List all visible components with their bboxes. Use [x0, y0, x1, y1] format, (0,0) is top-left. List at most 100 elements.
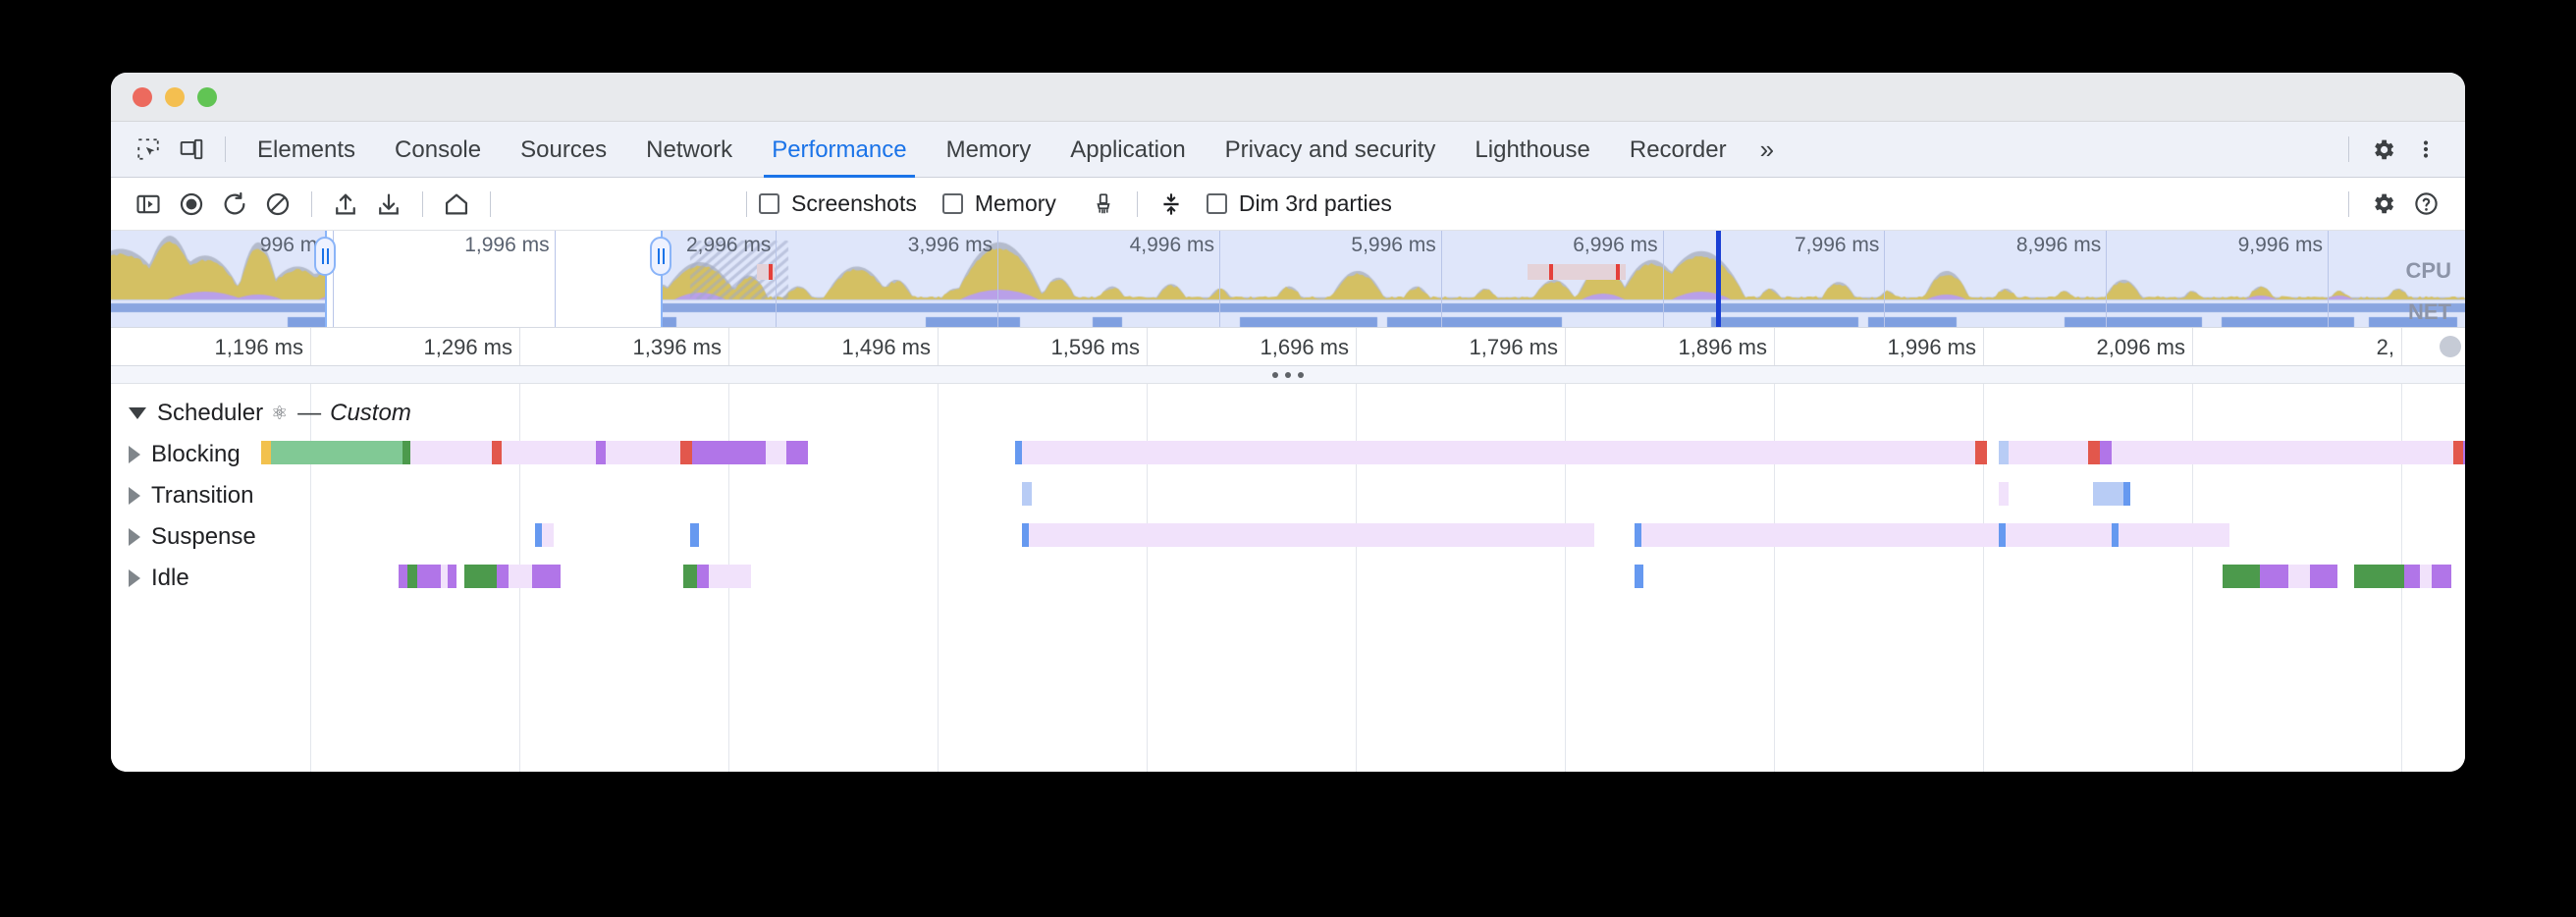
screenshots-checkbox[interactable]: Screenshots — [759, 190, 917, 217]
download-profile-icon[interactable] — [367, 185, 410, 224]
flame-bar[interactable] — [2112, 441, 2453, 464]
flame-bar[interactable] — [680, 441, 693, 464]
resize-grip-handle[interactable] — [111, 366, 2465, 384]
close-window-button[interactable] — [133, 86, 152, 107]
flame-bar[interactable] — [2100, 441, 2113, 464]
overview-selection-left-handle[interactable] — [314, 237, 336, 276]
minimize-window-button[interactable] — [165, 86, 185, 107]
flame-bar[interactable] — [271, 441, 403, 464]
flame-bar[interactable] — [713, 441, 766, 464]
flame-bar[interactable] — [398, 565, 408, 588]
flame-bar[interactable] — [1640, 523, 2230, 547]
expand-collapse-triangle-icon[interactable] — [129, 569, 140, 587]
flame-bar[interactable] — [1634, 523, 1641, 547]
overview-selection-right-edge[interactable] — [661, 231, 663, 327]
flame-bar[interactable] — [765, 441, 778, 464]
more-options-kebab-icon[interactable] — [2404, 130, 2447, 169]
memory-checkbox[interactable]: Memory — [941, 190, 1056, 217]
flame-bar[interactable] — [709, 565, 752, 588]
flame-bar[interactable] — [2309, 565, 2338, 588]
home-icon[interactable] — [435, 185, 478, 224]
flame-bar[interactable] — [777, 441, 787, 464]
record-icon[interactable] — [170, 185, 213, 224]
flame-bar[interactable] — [541, 523, 554, 547]
flame-bar[interactable] — [2462, 441, 2465, 464]
flame-bar[interactable] — [1634, 565, 1644, 588]
tab-application[interactable]: Application — [1070, 135, 1186, 163]
flame-bar[interactable] — [502, 441, 596, 464]
flame-bar[interactable] — [534, 523, 542, 547]
track-transition[interactable]: Transition — [111, 482, 2465, 521]
flame-bar[interactable] — [1014, 441, 1023, 464]
flame-bar[interactable] — [1029, 523, 1594, 547]
flame-bar[interactable] — [492, 441, 503, 464]
checkbox-box[interactable] — [1206, 193, 1227, 214]
flame-bar[interactable] — [605, 441, 681, 464]
flame-bar[interactable] — [689, 523, 700, 547]
flame-bar[interactable] — [2288, 565, 2310, 588]
long-task-marker[interactable] — [757, 264, 775, 280]
flame-bar[interactable] — [1022, 482, 1032, 506]
flame-bar[interactable] — [463, 565, 498, 588]
long-task-marker[interactable] — [1528, 264, 1626, 280]
flame-bar[interactable] — [2088, 441, 2101, 464]
flame-bar[interactable] — [697, 565, 710, 588]
flame-bar[interactable] — [509, 565, 533, 588]
tab-elements[interactable]: Elements — [257, 135, 356, 163]
settings-gear-icon[interactable] — [2361, 185, 2404, 224]
overview-playhead-marker[interactable] — [1716, 231, 1721, 327]
flame-bar[interactable] — [447, 565, 457, 588]
flame-bar[interactable] — [2123, 482, 2131, 506]
tab-recorder[interactable]: Recorder — [1629, 135, 1727, 163]
flame-bar[interactable] — [2403, 565, 2421, 588]
scheduler-group-label[interactable]: Scheduler ⚛ — Custom — [129, 400, 411, 427]
horizontal-scroll-knob[interactable] — [2440, 336, 2461, 357]
flame-bar[interactable] — [2119, 523, 2126, 547]
overview-selection-right-handle[interactable] — [650, 237, 671, 276]
flame-bar[interactable] — [2432, 565, 2451, 588]
flame-bar[interactable] — [692, 441, 714, 464]
track-idle-label[interactable]: Idle — [129, 565, 189, 592]
maximize-window-button[interactable] — [197, 86, 217, 107]
track-blocking[interactable]: Blocking — [111, 441, 2465, 480]
more-tabs-chevron-icon[interactable]: » — [1759, 134, 1775, 164]
flame-bar[interactable] — [1975, 441, 1988, 464]
tab-lighthouse[interactable]: Lighthouse — [1475, 135, 1590, 163]
flame-bar[interactable] — [1999, 441, 2009, 464]
flame-bar[interactable] — [409, 441, 493, 464]
flame-bar[interactable] — [261, 441, 272, 464]
flame-bar[interactable] — [2093, 482, 2124, 506]
clear-icon[interactable] — [256, 185, 299, 224]
expand-collapse-triangle-icon[interactable] — [129, 446, 140, 463]
expand-collapse-triangle-icon[interactable] — [129, 487, 140, 505]
reload-and-record-icon[interactable] — [213, 185, 256, 224]
tab-sources[interactable]: Sources — [520, 135, 608, 163]
flame-bar[interactable] — [402, 441, 410, 464]
flame-bar[interactable] — [532, 565, 561, 588]
flame-bar[interactable] — [595, 441, 606, 464]
track-blocking-label[interactable]: Blocking — [129, 441, 241, 468]
device-toolbar-icon[interactable] — [170, 130, 213, 169]
settings-gear-icon[interactable] — [2361, 130, 2404, 169]
tab-performance[interactable]: Performance — [752, 122, 926, 178]
track-idle[interactable]: Idle — [111, 565, 2465, 604]
help-question-icon[interactable] — [2404, 185, 2447, 224]
checkbox-box[interactable] — [941, 193, 963, 214]
flame-bar[interactable] — [2354, 565, 2404, 588]
track-transition-label[interactable]: Transition — [129, 482, 253, 510]
flame-bar[interactable] — [682, 565, 698, 588]
flame-bar[interactable] — [2223, 565, 2261, 588]
flame-bar[interactable] — [2112, 523, 2120, 547]
flame-bar[interactable] — [1022, 523, 1030, 547]
track-group-scheduler[interactable]: Scheduler ⚛ — Custom — [111, 400, 2465, 439]
flame-bar[interactable] — [1999, 482, 2009, 506]
flame-bar[interactable] — [2453, 441, 2463, 464]
upload-profile-icon[interactable] — [324, 185, 367, 224]
checkbox-box[interactable] — [759, 193, 779, 214]
track-suspense-label[interactable]: Suspense — [129, 523, 256, 551]
flame-bar[interactable] — [1022, 441, 1976, 464]
collapse-tracks-icon[interactable] — [1150, 185, 1193, 224]
tab-memory[interactable]: Memory — [945, 135, 1032, 163]
flame-chart[interactable]: Scheduler ⚛ — Custom Blocking Transition… — [111, 384, 2465, 772]
